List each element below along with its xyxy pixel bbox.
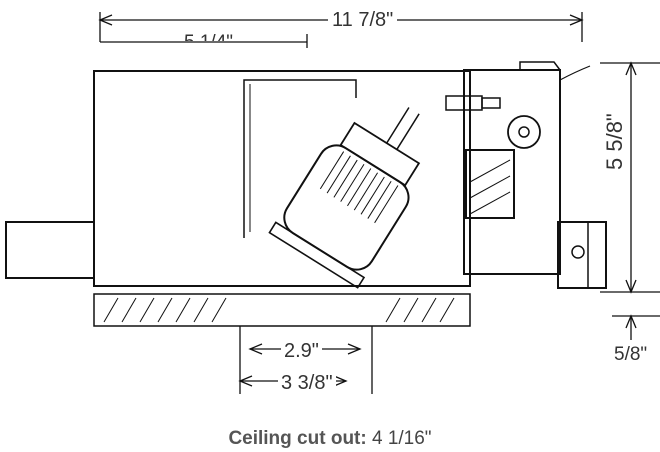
aperture-label: 2.9" bbox=[281, 341, 322, 361]
housing-body bbox=[93, 70, 471, 287]
heatsink-fins bbox=[319, 151, 399, 224]
housing-height-label: 5 5/8" bbox=[602, 113, 627, 170]
junction-tube-right bbox=[557, 221, 607, 289]
trim-hatching bbox=[103, 159, 511, 323]
partial-length-dimension bbox=[100, 34, 308, 48]
ceiling-cut-out-caption: Ceiling cut out: 4 1/16" bbox=[0, 428, 660, 450]
junction-tube-left bbox=[5, 221, 95, 279]
driver-box bbox=[463, 69, 561, 275]
ceiling-trim bbox=[93, 293, 471, 327]
partial-length-label: 5 1/4" bbox=[180, 33, 238, 41]
caption-value: 4 1/16" bbox=[371, 428, 432, 449]
overall-length-label: 11 7/8" bbox=[328, 10, 398, 30]
height-dimension bbox=[600, 61, 660, 340]
inner-bracket bbox=[243, 79, 357, 238]
led-module bbox=[268, 107, 421, 289]
trim-thickness-label: 5/8" bbox=[612, 344, 650, 365]
trim-width-label: 3 3/8" bbox=[278, 373, 336, 393]
caption-label: Ceiling cut out: bbox=[228, 428, 367, 449]
